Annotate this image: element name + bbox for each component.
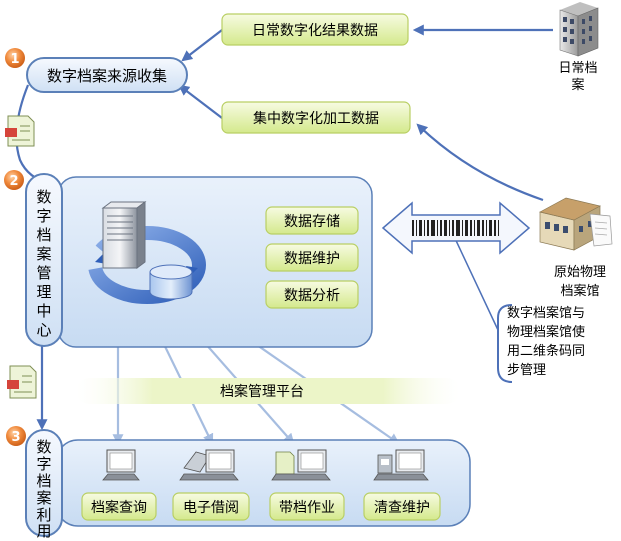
arrow-central-data-to-stage1 [178, 84, 223, 119]
stage-2-management-center: 数 字 档 案 管 理 中 心 [25, 173, 63, 347]
note-line-1: 数字档案馆与 [507, 306, 585, 321]
svg-text:1: 1 [10, 52, 19, 67]
svg-text:清查维护: 清查维护 [374, 500, 430, 516]
arrow-physical-archive-to-central-data [416, 123, 544, 202]
arrow-daily-data-to-stage1 [181, 29, 223, 62]
document-icon-bottom [7, 365, 37, 399]
barcode-note: 数字档案馆与 物理档案馆使 用二维条码同 步管理 [497, 304, 585, 383]
usage-electronic-borrowing: 电子借阅 [172, 492, 250, 521]
stage-1-title: 数字档案来源收集 [47, 67, 167, 85]
svg-text:集中数字化加工数据: 集中数字化加工数据 [253, 110, 379, 127]
usage-archive-query: 档案查询 [81, 492, 157, 521]
data-center-icon [88, 201, 206, 304]
svg-text:电子借阅: 电子借阅 [183, 500, 239, 516]
svg-text:数据维护: 数据维护 [284, 251, 340, 267]
svg-text:档: 档 [36, 472, 51, 490]
svg-text:3: 3 [11, 430, 20, 445]
note-link-line [451, 231, 499, 331]
data-maintenance-box: 数据维护 [265, 243, 359, 272]
svg-text:档案查询: 档案查询 [91, 499, 147, 516]
physical-archive-label-line1: 原始物理 [554, 265, 606, 280]
workstation-icon-query [102, 449, 140, 481]
svg-text:数: 数 [36, 438, 51, 456]
svg-text:案: 案 [36, 245, 51, 263]
stage-3-usage: 数 字 档 案 利 用 [25, 429, 63, 540]
svg-text:带档作业: 带档作业 [279, 500, 335, 516]
physical-archive-label-line2: 档案馆 [560, 284, 599, 299]
daily-result-data-box: 日常数字化结果数据 [221, 13, 409, 46]
document-icon-top [5, 115, 35, 147]
svg-text:日常数字化结果数据: 日常数字化结果数据 [252, 23, 378, 39]
workstation-icon-field-work [271, 449, 331, 481]
data-analysis-box: 数据分析 [265, 280, 359, 309]
svg-text:档案管理平台: 档案管理平台 [220, 383, 304, 400]
barcode-icon [412, 220, 499, 236]
stage-1-collection: 数字档案来源收集 [26, 57, 188, 93]
svg-text:字: 字 [36, 455, 51, 473]
workstation-icon-borrow [179, 449, 239, 481]
svg-text:数: 数 [36, 188, 51, 206]
svg-text:档: 档 [36, 226, 51, 244]
svg-text:字: 字 [36, 207, 51, 225]
badge-3: 3 [6, 426, 26, 446]
usage-inventory-maintenance: 清查维护 [363, 492, 441, 521]
database-icon [149, 264, 193, 300]
office-building-icon [559, 2, 599, 57]
server-icon [101, 201, 147, 269]
note-line-2: 物理档案馆使 [507, 324, 585, 340]
svg-text:理: 理 [36, 283, 51, 301]
svg-text:数据存储: 数据存储 [284, 214, 340, 230]
barcode-double-arrow [381, 201, 531, 255]
archive-management-platform: 档案管理平台 [76, 378, 460, 404]
workstation-icon-inventory [373, 449, 429, 481]
svg-text:中: 中 [36, 302, 51, 320]
note-line-3: 用二维条码同 [507, 343, 585, 359]
svg-text:案: 案 [36, 489, 51, 507]
physical-archive-building-icon [539, 197, 613, 251]
svg-text:利: 利 [36, 506, 51, 524]
svg-text:2: 2 [9, 174, 18, 189]
daily-archive-label-line2: 案 [571, 78, 584, 93]
svg-text:用: 用 [36, 522, 51, 540]
note-line-4: 步管理 [507, 363, 546, 378]
svg-text:数据分析: 数据分析 [284, 288, 340, 304]
badge-1: 1 [5, 48, 25, 68]
data-storage-box: 数据存储 [265, 206, 359, 235]
svg-text:管: 管 [36, 264, 51, 282]
daily-archive-label-line1: 日常档 [558, 61, 597, 76]
usage-field-work: 带档作业 [269, 492, 345, 521]
badge-2: 2 [4, 170, 24, 190]
svg-text:心: 心 [36, 321, 51, 339]
central-processing-data-box: 集中数字化加工数据 [221, 101, 411, 134]
